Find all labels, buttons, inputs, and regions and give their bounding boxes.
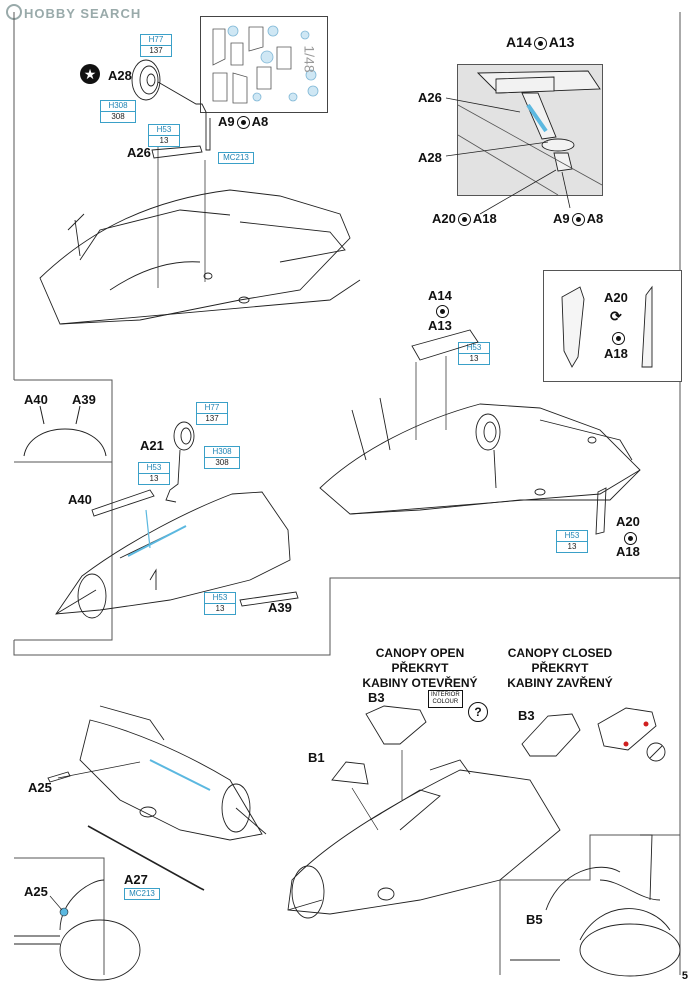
national-insignia-star-icon: ★ — [80, 64, 100, 84]
label-a27: A27 — [124, 872, 148, 887]
label-a13-mid: A13 — [428, 318, 452, 333]
label-a26-top: A26 — [127, 145, 151, 160]
label-a39: A39 — [268, 600, 292, 615]
rotate-arrow-icon: ⟳ — [610, 308, 622, 324]
paint-box-mc213-top: MC213 — [218, 152, 254, 164]
glue-symbol-icon — [610, 330, 627, 348]
label-a40: A40 — [68, 492, 92, 507]
label-a20-side: A20 — [604, 290, 628, 305]
label-a25-box: A25 — [24, 884, 48, 899]
label-a39-box: A39 — [72, 392, 96, 407]
label-b3-open: B3 — [368, 690, 385, 705]
label-a28-inset: A28 — [418, 150, 442, 165]
inset-detail-art — [458, 70, 602, 195]
label-a26-inset: A26 — [418, 90, 442, 105]
label-b1: B1 — [308, 750, 325, 765]
inset-detail-box — [457, 64, 603, 196]
label-a18-side: A18 — [604, 346, 628, 361]
label-a28-top: A28 — [108, 68, 132, 83]
glue-symbol-icon — [434, 303, 451, 321]
label-a21: A21 — [140, 438, 164, 453]
door-detail-box — [543, 270, 682, 382]
label-a18-low: A18 — [616, 544, 640, 559]
paint-box-mc213-a27: MC213 — [124, 888, 160, 900]
label-b3-closed: B3 — [518, 708, 535, 723]
label-a20-low: A20 — [616, 514, 640, 529]
mask-sheet-art — [212, 25, 319, 104]
door-detail-art — [561, 285, 653, 368]
label-a40-box: A40 — [24, 392, 48, 407]
glue-symbol-icon — [457, 213, 471, 227]
glue-symbol-icon — [533, 36, 547, 50]
label-b5: B5 — [526, 912, 543, 927]
label-a14-mid: A14 — [428, 288, 452, 303]
glue-symbol-icon — [622, 530, 639, 548]
glue-symbol-icon — [571, 213, 585, 227]
question-icon: ? — [468, 702, 488, 722]
page-number: 5 — [681, 970, 688, 982]
mask-sheet: 1/48 — [200, 16, 328, 113]
label-a25: A25 — [28, 780, 52, 795]
glue-symbol-icon — [236, 116, 250, 130]
